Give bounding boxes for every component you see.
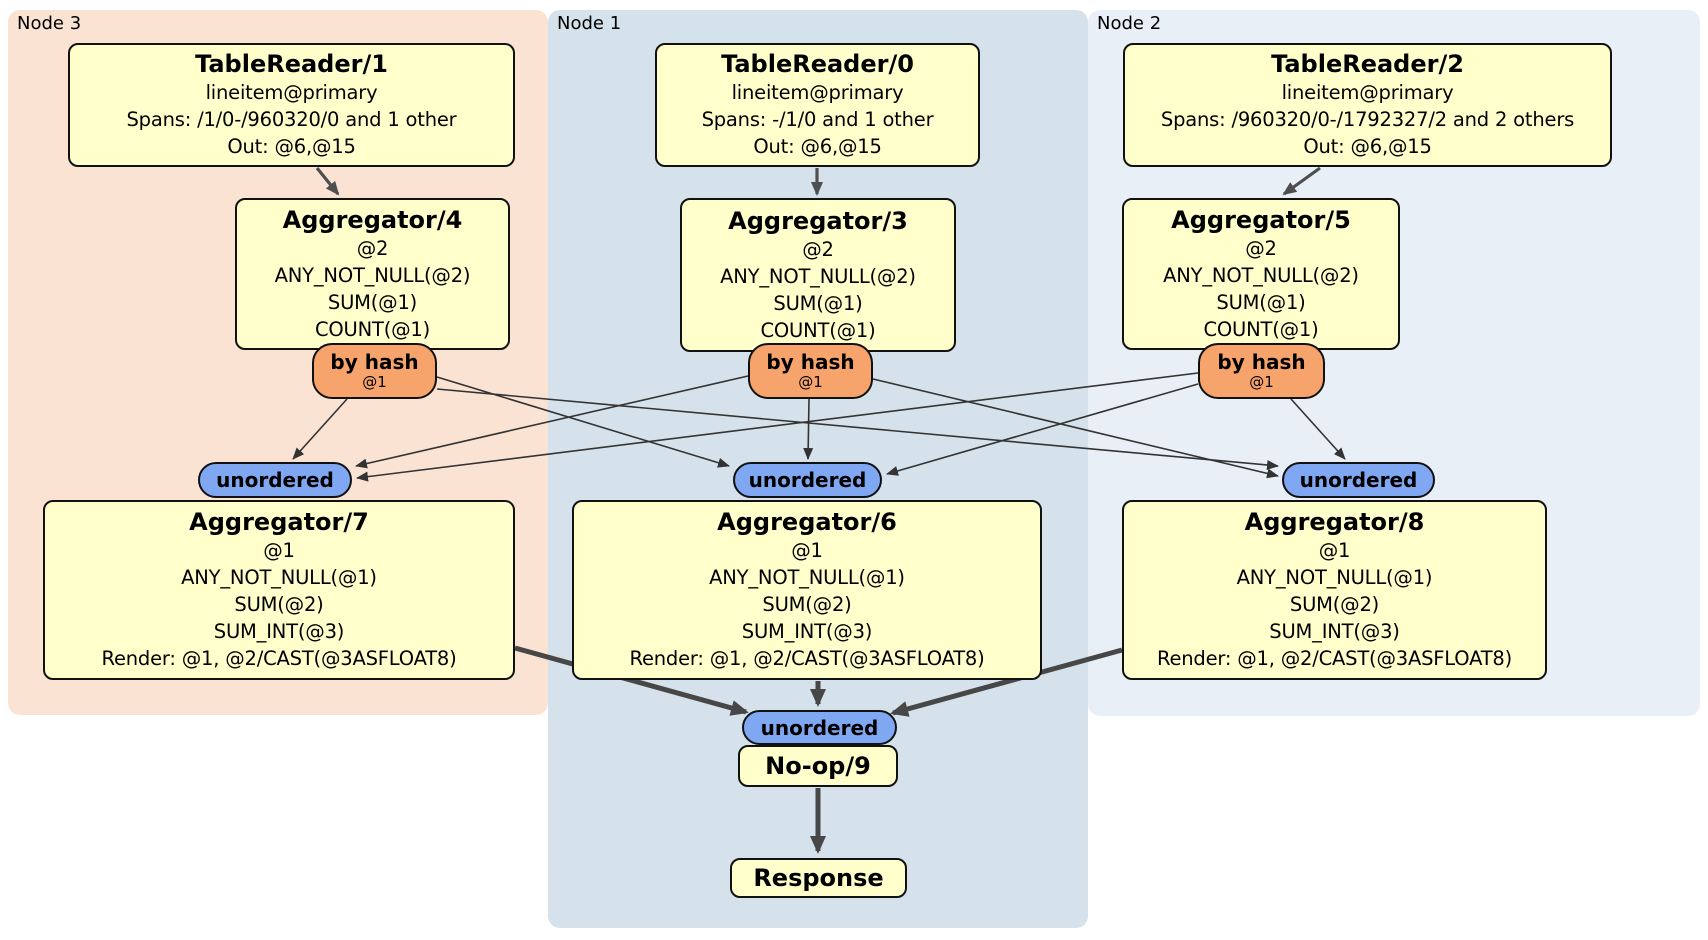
plan-box-detail-aggregator-3-3: COUNT(@1) xyxy=(760,318,876,342)
plan-box-detail-tablereader-0-0: lineitem@primary xyxy=(731,81,904,104)
synchronizer-unordered-7: unordered xyxy=(198,462,352,498)
hash-router-column-byhash-3: @1 xyxy=(798,373,823,391)
plan-box-title-tablereader-0: TableReader/0 xyxy=(721,50,914,78)
node-region-label-node1: Node 1 xyxy=(557,13,622,34)
edge-byhash-4-to-unordered-8 xyxy=(436,388,1279,470)
hash-router-byhash-5: by hash@1 xyxy=(1198,343,1325,399)
plan-box-detail-aggregator-5-1: ANY_NOT_NULL(@2) xyxy=(1163,263,1359,287)
edge-tablereader-2-to-aggregator-5 xyxy=(1282,166,1321,196)
plan-box-detail-aggregator-8-0: @1 xyxy=(1318,539,1351,562)
synchronizer-label-unordered-8: unordered xyxy=(1299,468,1418,492)
plan-box-detail-tablereader-1-1: Spans: /1/0-/960320/0 and 1 other xyxy=(126,108,457,131)
plan-box-detail-aggregator-6-3: SUM_INT(@3) xyxy=(741,620,873,643)
edge-byhash-4-to-unordered-7 xyxy=(292,398,348,460)
plan-box-detail-aggregator-5-3: COUNT(@1) xyxy=(1203,317,1319,341)
plan-box-detail-aggregator-8-2: SUM(@2) xyxy=(1289,593,1380,616)
edge-aggregator-8-to-unordered-9 xyxy=(890,647,1123,717)
synchronizer-label-unordered-6: unordered xyxy=(748,468,867,492)
synchronizer-unordered-9: unordered xyxy=(742,710,897,745)
hash-router-label-byhash-4: by hash xyxy=(330,350,419,374)
plan-box-title-noop-9: No-op/9 xyxy=(765,751,871,780)
synchronizer-unordered-6: unordered xyxy=(733,462,882,498)
plan-box-detail-aggregator-5-2: SUM(@1) xyxy=(1216,290,1306,314)
plan-box-detail-aggregator-4-2: SUM(@1) xyxy=(327,290,418,314)
edge-byhash-3-to-unordered-7 xyxy=(355,375,749,469)
hash-router-label-byhash-5: by hash xyxy=(1217,350,1306,374)
plan-box-detail-tablereader-1-0: lineitem@primary xyxy=(205,81,378,104)
hash-router-label-byhash-3: by hash xyxy=(766,350,855,374)
plan-box-detail-aggregator-3-1: ANY_NOT_NULL(@2) xyxy=(720,264,916,288)
node-region-label-node2: Node 2 xyxy=(1097,13,1162,34)
edge-byhash-5-to-unordered-6 xyxy=(886,383,1199,476)
plan-box-noop-9: No-op/9 xyxy=(738,745,898,787)
plan-box-detail-aggregator-4-3: COUNT(@1) xyxy=(314,317,431,341)
plan-box-detail-aggregator-3-0: @2 xyxy=(802,237,834,261)
hash-router-column-byhash-5: @1 xyxy=(1249,373,1274,391)
plan-box-detail-aggregator-6-1: ANY_NOT_NULL(@1) xyxy=(709,566,905,589)
plan-box-detail-tablereader-1-2: Out: @6,@15 xyxy=(227,135,356,158)
plan-box-title-aggregator-6: Aggregator/6 xyxy=(717,508,897,536)
plan-box-detail-tablereader-0-1: Spans: -/1/0 and 1 other xyxy=(701,108,934,131)
edge-tablereader-1-to-aggregator-4 xyxy=(315,166,340,196)
hash-router-column-byhash-4: @1 xyxy=(362,373,387,391)
plan-box-detail-aggregator-7-2: SUM(@2) xyxy=(234,593,324,616)
plan-box-title-aggregator-5: Aggregator/5 xyxy=(1171,205,1351,234)
plan-box-title-tablereader-1: TableReader/1 xyxy=(195,50,388,78)
plan-box-detail-aggregator-7-4: Render: @1, @2/CAST(@3ASFLOAT8) xyxy=(101,647,457,670)
edge-byhash-3-to-unordered-8 xyxy=(872,378,1279,479)
plan-box-title-aggregator-8: Aggregator/8 xyxy=(1244,508,1425,536)
plan-box-detail-tablereader-2-0: lineitem@primary xyxy=(1281,81,1454,104)
plan-box-response: Response xyxy=(730,858,907,898)
synchronizer-label-unordered-9: unordered xyxy=(760,715,879,740)
plan-box-detail-tablereader-2-2: Out: @6,@15 xyxy=(1303,135,1432,158)
plan-box-detail-tablereader-2-1: Spans: /960320/0-/1792327/2 and 2 others xyxy=(1160,108,1575,131)
plan-box-detail-aggregator-7-1: ANY_NOT_NULL(@1) xyxy=(181,566,377,589)
plan-box-detail-aggregator-7-0: @1 xyxy=(263,539,295,562)
edge-byhash-5-to-unordered-8 xyxy=(1290,398,1346,460)
plan-box-detail-aggregator-3-2: SUM(@1) xyxy=(773,291,863,315)
node-region-label-node3: Node 3 xyxy=(17,13,82,34)
hash-router-byhash-4: by hash@1 xyxy=(312,343,437,399)
synchronizer-label-unordered-7: unordered xyxy=(216,468,334,492)
plan-box-title-aggregator-7: Aggregator/7 xyxy=(189,508,369,536)
plan-box-title-tablereader-2: TableReader/2 xyxy=(1271,50,1464,78)
plan-box-detail-aggregator-7-3: SUM_INT(@3) xyxy=(213,620,345,643)
plan-box-detail-aggregator-5-0: @2 xyxy=(1245,236,1277,260)
plan-box-detail-aggregator-4-1: ANY_NOT_NULL(@2) xyxy=(274,263,471,287)
hash-router-byhash-3: by hash@1 xyxy=(748,343,873,399)
edge-aggregator-7-to-unordered-9 xyxy=(514,645,749,716)
plan-box-detail-aggregator-8-1: ANY_NOT_NULL(@1) xyxy=(1236,566,1433,589)
plan-box-detail-aggregator-6-0: @1 xyxy=(791,539,823,562)
edge-byhash-4-to-unordered-6 xyxy=(436,376,730,468)
plan-box-detail-tablereader-0-2: Out: @6,@15 xyxy=(753,135,882,158)
plan-box-title-aggregator-4: Aggregator/4 xyxy=(282,205,463,234)
plan-box-detail-aggregator-4-0: @2 xyxy=(356,236,389,260)
plan-box-detail-aggregator-8-3: SUM_INT(@3) xyxy=(1269,620,1400,643)
plan-box-detail-aggregator-6-2: SUM(@2) xyxy=(762,593,852,616)
edge-byhash-5-to-unordered-7 xyxy=(356,372,1199,482)
plan-box-detail-aggregator-6-4: Render: @1, @2/CAST(@3ASFLOAT8) xyxy=(629,647,985,670)
edge-byhash-3-to-unordered-6 xyxy=(803,398,814,460)
plan-box-detail-aggregator-8-4: Render: @1, @2/CAST(@3ASFLOAT8) xyxy=(1156,647,1513,670)
plan-box-title-response: Response xyxy=(753,863,884,892)
synchronizer-unordered-8: unordered xyxy=(1282,462,1435,498)
plan-box-title-aggregator-3: Aggregator/3 xyxy=(728,206,908,235)
